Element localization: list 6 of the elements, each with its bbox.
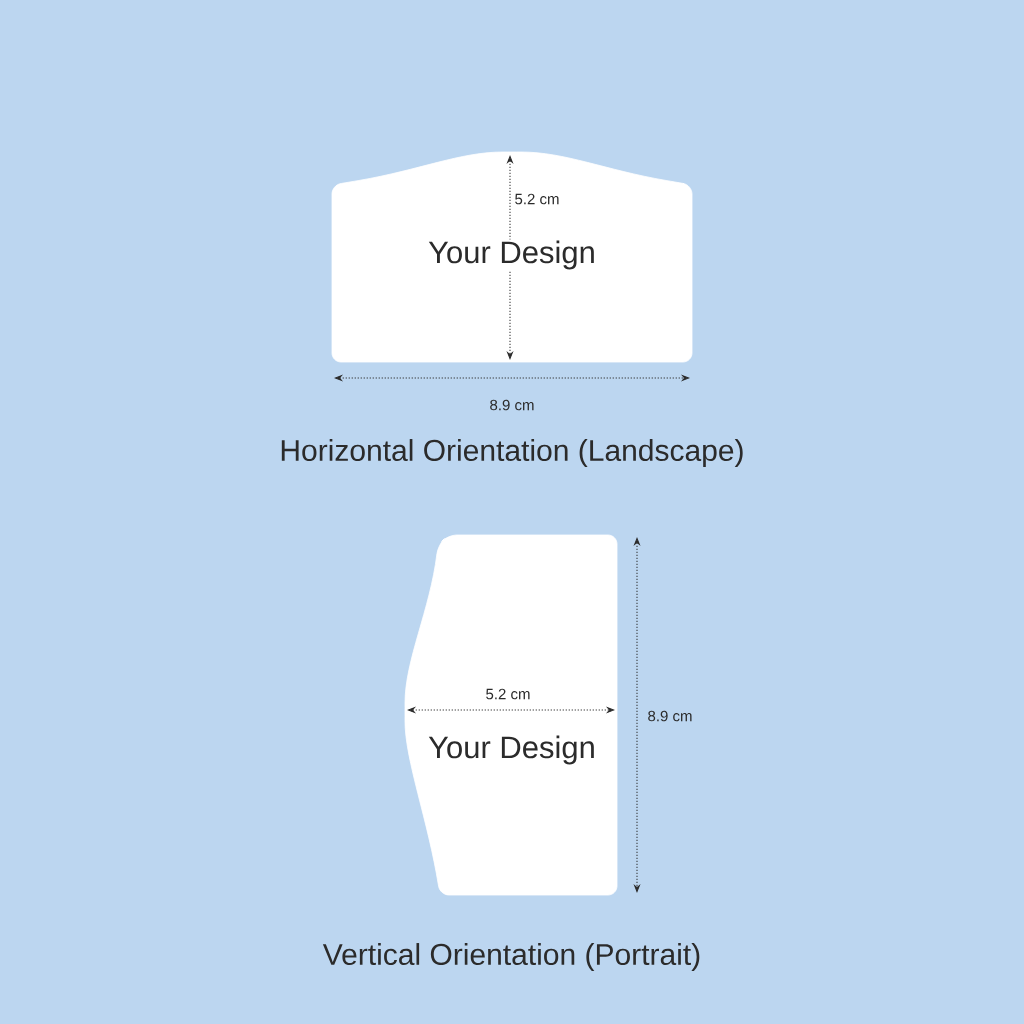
orientation-label: Vertical Orientation (Portrait) <box>322 943 700 971</box>
dimension-label: 8.9 cm <box>648 710 692 722</box>
dimension-label: 5.2 cm <box>486 688 530 700</box>
dimension-label: 8.9 cm <box>490 399 534 411</box>
orientation-label: Horizontal Orientation (Landscape) <box>281 439 743 467</box>
dimension-label: 5.2 cm <box>515 193 559 205</box>
